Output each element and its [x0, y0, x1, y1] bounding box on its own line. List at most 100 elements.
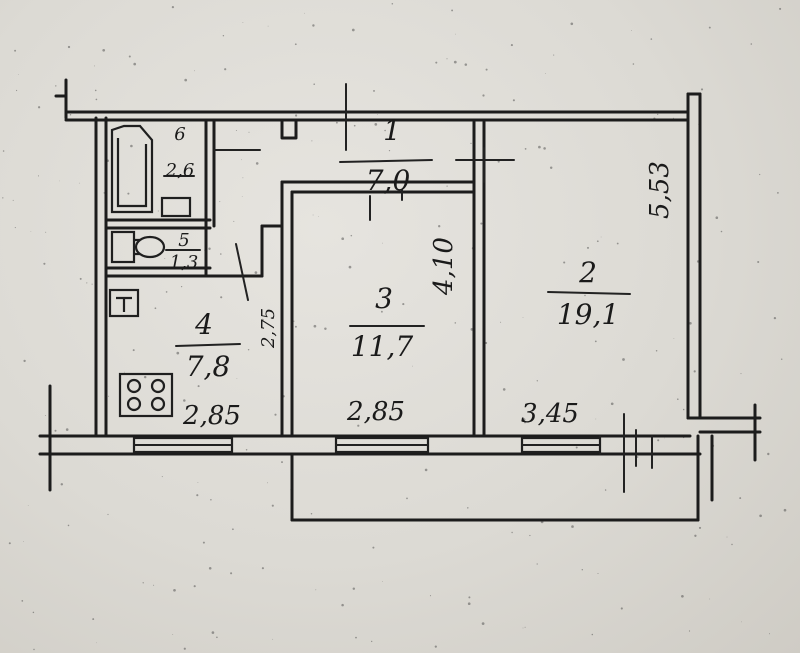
paper-speck — [91, 283, 93, 285]
paper-speck — [153, 584, 155, 586]
paper-speck — [128, 55, 131, 58]
paper-speck — [563, 261, 566, 264]
paper-speck — [65, 428, 69, 431]
paper-speck — [594, 340, 597, 343]
paper-speck — [597, 573, 599, 574]
paper-speck — [783, 508, 787, 512]
paper-speck — [95, 98, 98, 101]
room-2-area: 19,1 — [557, 298, 619, 331]
paper-speck — [232, 528, 234, 531]
paper-speck — [502, 388, 506, 391]
paper-speck — [384, 129, 386, 132]
paper-speck — [30, 230, 32, 232]
paper-speck — [194, 70, 196, 72]
paper-speck — [709, 598, 711, 600]
paper-speck — [700, 88, 704, 91]
paper-speck — [233, 220, 235, 222]
paper-speck — [261, 567, 264, 570]
paper-speck — [693, 370, 696, 373]
paper-speck — [453, 60, 457, 64]
paper-speck — [739, 497, 742, 500]
paper-speck — [211, 631, 215, 634]
paper-speck — [127, 192, 130, 195]
paper-speck — [176, 351, 180, 355]
paper-speck — [242, 22, 244, 23]
paper-speck — [467, 602, 471, 606]
paper-speck — [183, 647, 186, 650]
paper-speck — [500, 321, 502, 323]
paper-speck — [376, 114, 378, 115]
paper-speck — [664, 437, 665, 439]
dim-room2-width: 3,45 — [521, 399, 579, 429]
paper-speck — [698, 526, 702, 529]
paper-speck — [446, 185, 448, 187]
paper-speck — [17, 73, 19, 75]
paper-speck — [694, 534, 697, 537]
paper-speck — [281, 461, 283, 464]
paper-speck — [311, 140, 313, 142]
paper-speck — [372, 546, 375, 549]
paper-speck — [23, 359, 26, 363]
toilet-icon — [110, 230, 166, 264]
paper-speck — [16, 89, 18, 92]
dim-corridor-span: 2,75 — [258, 308, 279, 349]
paper-speck — [107, 513, 109, 516]
dim-room4-width: 2,85 — [182, 401, 241, 431]
paper-speck — [293, 320, 295, 322]
paper-speck — [446, 58, 448, 60]
paper-speck — [14, 49, 17, 52]
paper-speck — [220, 296, 223, 299]
paper-speck — [616, 242, 619, 245]
paper-speck — [171, 5, 175, 9]
paper-speck — [731, 543, 733, 546]
kitchen-sink-icon — [108, 288, 140, 318]
paper-speck — [622, 358, 625, 361]
paper-speck — [596, 240, 599, 243]
paper-speck — [353, 124, 356, 127]
paper-speck — [130, 144, 133, 148]
paper-speck — [197, 482, 199, 483]
paper-speck — [677, 398, 679, 400]
paper-speck — [632, 63, 635, 65]
paper-speck — [657, 113, 659, 116]
paper-speck — [451, 9, 454, 12]
room-5-number: 5 — [178, 230, 189, 251]
paper-speck — [529, 534, 531, 537]
paper-speck — [69, 114, 72, 116]
paper-speck — [108, 395, 110, 397]
paper-speck — [485, 341, 488, 345]
paper-speck — [538, 145, 541, 149]
paper-speck — [173, 588, 176, 592]
paper-speck — [123, 371, 125, 373]
interior-walls — [104, 118, 486, 438]
room-4-number: 4 — [194, 308, 213, 341]
paper-speck — [524, 626, 526, 628]
paper-speck — [142, 582, 144, 584]
paper-speck — [245, 449, 248, 451]
paper-speck — [708, 26, 711, 29]
paper-speck — [438, 225, 441, 228]
room-6-area: 2,6 — [165, 160, 195, 181]
paper-speck — [595, 418, 597, 420]
paper-speck — [350, 234, 353, 237]
paper-speck — [313, 83, 315, 85]
paper-speck — [522, 418, 526, 421]
fraction-lines — [163, 159, 631, 347]
paper-speck — [67, 45, 71, 49]
paper-speck — [193, 585, 196, 588]
paper-speck — [219, 201, 221, 203]
paper-speck — [2, 150, 5, 152]
paper-speck — [406, 497, 408, 500]
paper-speck — [412, 365, 413, 367]
paper-speck — [23, 541, 24, 542]
paper-speck — [404, 337, 406, 338]
paper-speck — [522, 317, 524, 318]
paper-speck — [773, 316, 777, 320]
paper-speck — [672, 117, 674, 119]
paper-speck — [759, 514, 762, 518]
paper-speck — [454, 322, 457, 324]
paper-speck — [388, 408, 389, 410]
paper-speck — [222, 35, 225, 37]
